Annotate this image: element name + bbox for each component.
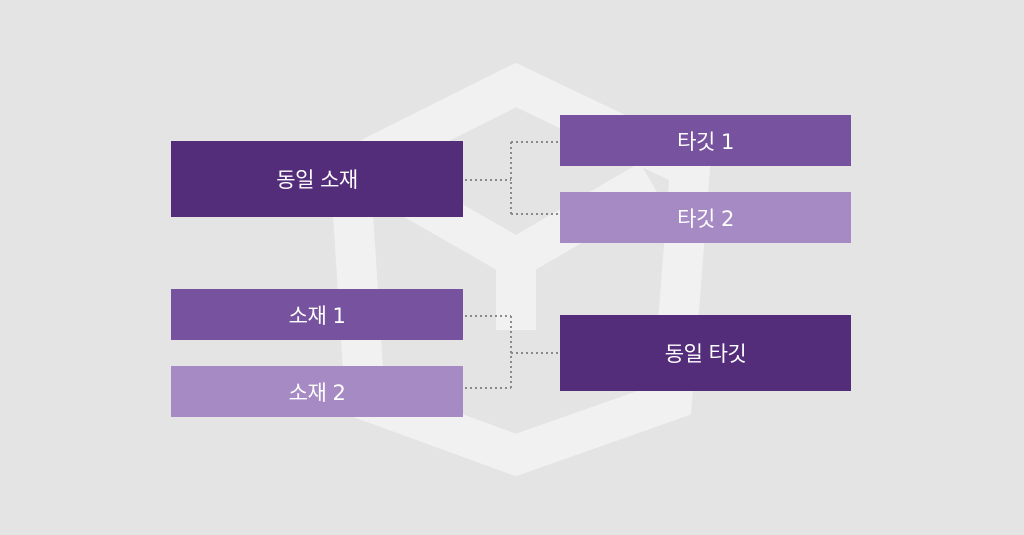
material-2-box: 소재 2: [171, 366, 463, 417]
box-label: 동일 타깃: [664, 342, 747, 366]
box-label: 타깃 1: [677, 129, 734, 154]
box-label: 소재 2: [288, 380, 346, 405]
box-label: 소재 1: [288, 303, 346, 328]
target-2-box: 타깃 2: [560, 192, 851, 243]
target-1-box: 타깃 1: [560, 115, 851, 166]
same-target-box: 동일 타깃: [560, 315, 851, 391]
box-label: 동일 소재: [276, 168, 358, 192]
box-label: 타깃 2: [677, 206, 734, 231]
same-material-box: 동일 소재: [171, 141, 463, 217]
connector-top: [465, 141, 558, 215]
connector-bottom: [465, 315, 558, 389]
material-1-box: 소재 1: [171, 289, 463, 340]
